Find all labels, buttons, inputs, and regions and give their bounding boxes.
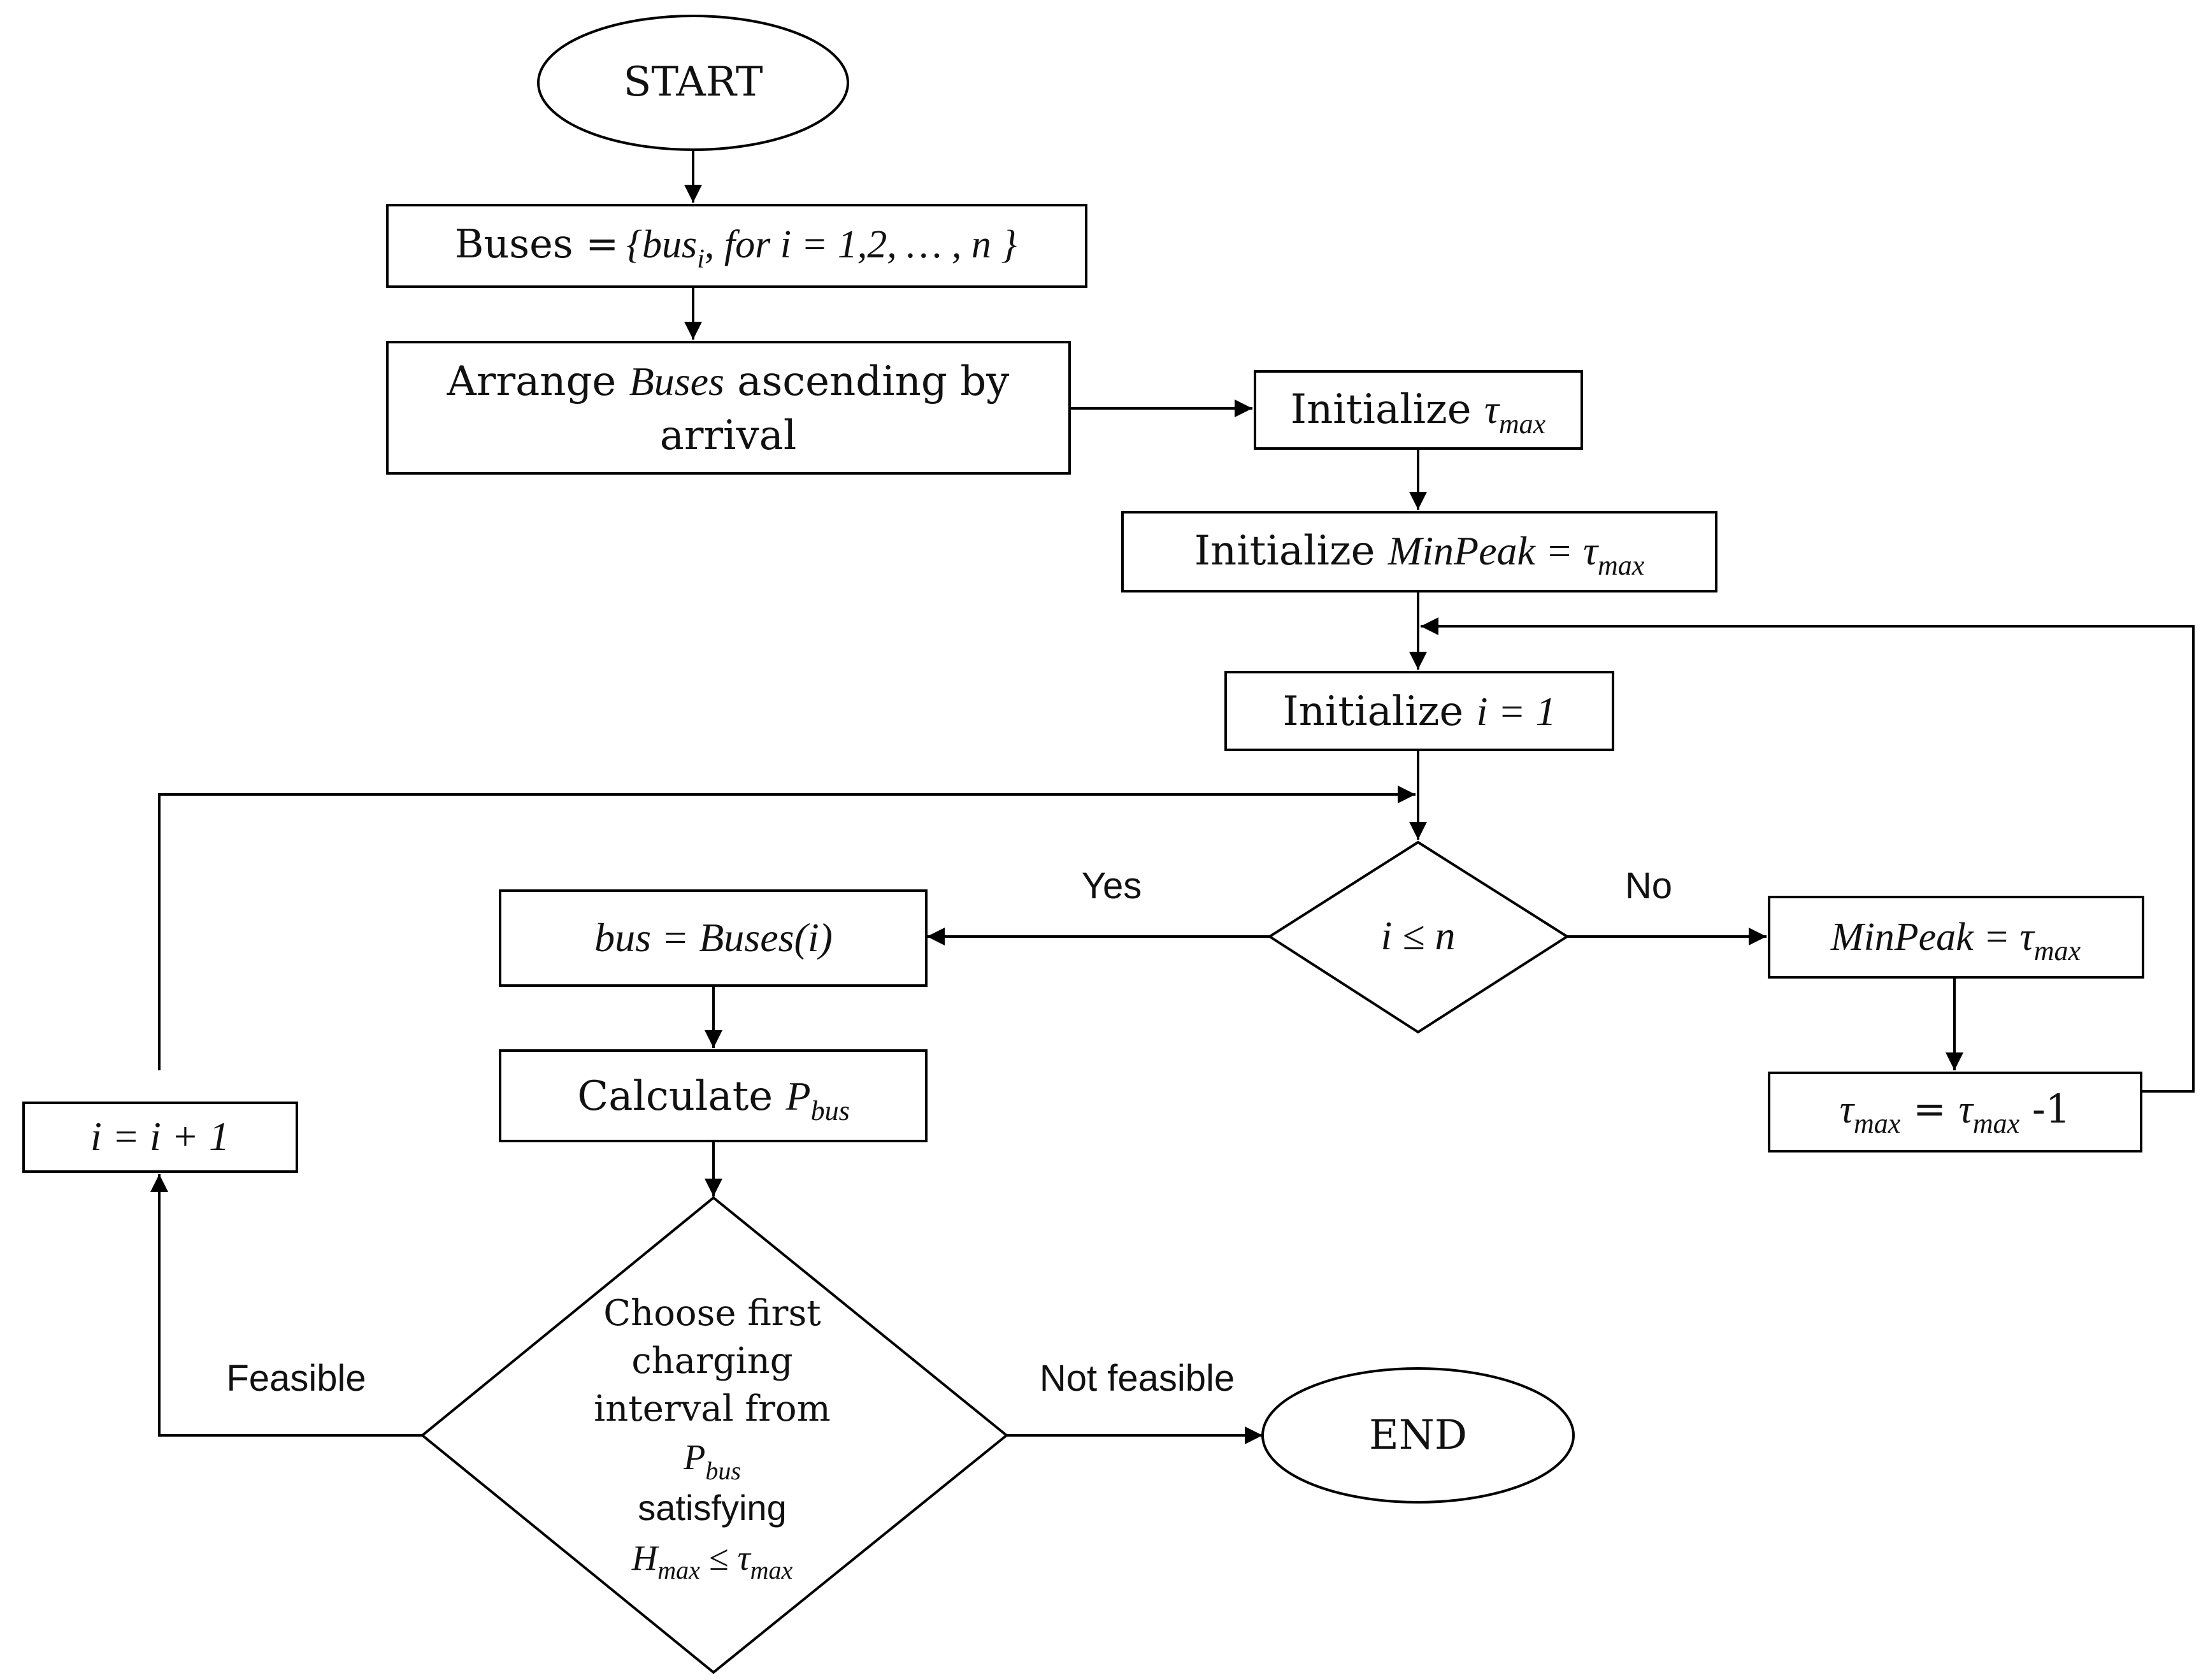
choose-condition: Hmax ≤ τmax (631, 1539, 793, 1584)
init-i-text: Initialize i = 1 (1282, 688, 1556, 735)
decision-i-le-n: i ≤ n (1267, 840, 1570, 1034)
choose-line3: interval from (594, 1388, 830, 1430)
arrange-line2: arrival (660, 412, 797, 459)
buses-set-node: Buses ={busi, for i = 1,2, … , n } (386, 204, 1087, 288)
arrow-loop-tau-back (1421, 617, 2195, 1093)
choose-line1: Choose first (603, 1293, 821, 1334)
decision-i-text: i ≤ n (1381, 913, 1456, 958)
connectors (150, 150, 2195, 1444)
tau-decrement-node: τmax = τmax -1 (1768, 1072, 2142, 1152)
minpeak-update-text: MinPeak = τmax (1830, 915, 2081, 966)
init-i-node: Initialize i = 1 (1224, 671, 1614, 751)
buses-set-text: Buses ={busi, for i = 1,2, … , n } (455, 220, 1017, 274)
increment-i-node: i = i + 1 (22, 1102, 298, 1173)
increment-i-text: i = i + 1 (90, 1114, 229, 1159)
init-tau-text: Initialize τmax (1291, 386, 1546, 440)
start-label: START (624, 59, 763, 106)
edge-labels: Yes No Feasible Not feasible (226, 865, 1672, 1399)
calc-p-text: Calculate Pbus (577, 1073, 849, 1126)
label-no: No (1625, 865, 1672, 907)
arrow-loop-increment-back (158, 786, 1416, 1070)
arrow-feasible (150, 1174, 422, 1437)
choose-p-bus: Pbus (683, 1438, 741, 1485)
assign-bus-node: bus = Buses(i) (499, 889, 928, 987)
tau-decrement-text: τmax = τmax -1 (1840, 1086, 2071, 1139)
end-label: END (1369, 1412, 1467, 1459)
init-minpeak-text: Initialize MinPeak = τmax (1194, 528, 1645, 581)
calc-p-node: Calculate Pbus (499, 1049, 928, 1142)
init-tau-node: Initialize τmax (1254, 370, 1583, 450)
label-yes: Yes (1082, 865, 1142, 907)
arrange-node: Arrange Buses ascending by arrival (386, 341, 1071, 475)
choose-line5: satisfying (638, 1488, 786, 1528)
assign-bus-text: bus = Buses(i) (594, 915, 833, 960)
minpeak-update-node: MinPeak = τmax (1768, 896, 2144, 979)
init-minpeak-node: Initialize MinPeak = τmax (1121, 511, 1717, 592)
arrange-line1: Arrange Buses ascending by (447, 358, 1010, 405)
start-node: START (537, 15, 849, 151)
choose-line2: charging (631, 1340, 792, 1382)
choose-interval-decision: Choose first charging interval from Pbus… (420, 1196, 1009, 1674)
label-not-feasible: Not feasible (1040, 1358, 1235, 1399)
end-node: END (1261, 1367, 1575, 1504)
label-feasible: Feasible (226, 1358, 366, 1399)
